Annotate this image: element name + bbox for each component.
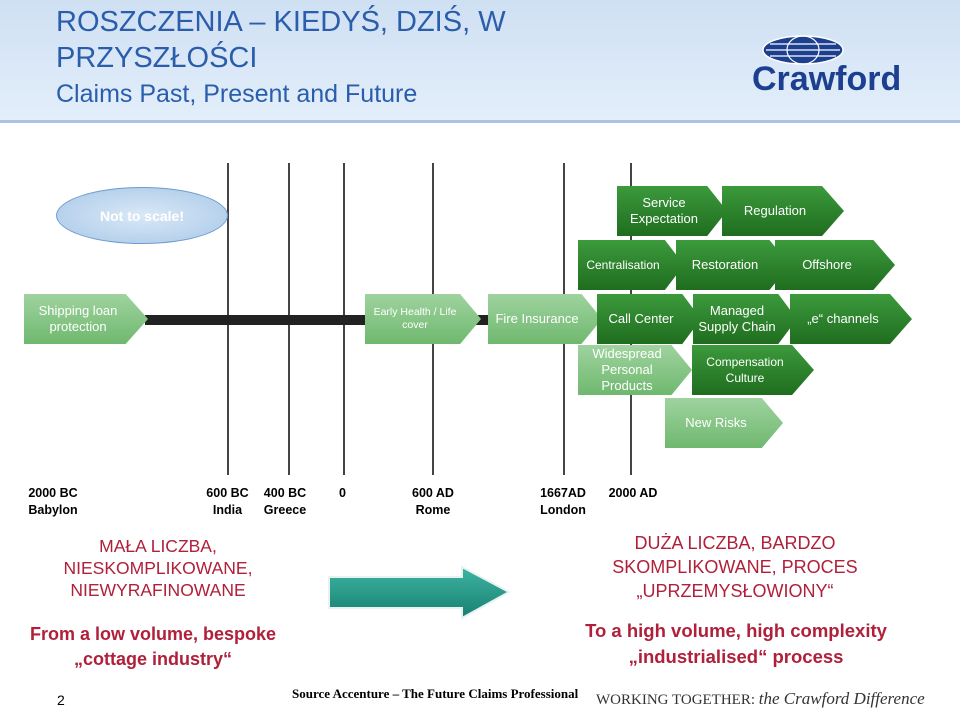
date-600ad: 600 AD Rome [400,485,466,519]
box-offshore: Offshore [775,240,895,290]
date-year: 600 AD [412,486,454,500]
date-year: 2000 BC [28,486,78,500]
date-place: Babylon [28,503,78,517]
date-place: Greece [263,503,307,517]
tagline-caps: WORKING TOGETHER: [596,692,756,708]
page-title-line2: PRZYSZŁOŚCI [56,42,258,74]
date-2000bc: 2000 BC Babylon [18,485,88,519]
date-2000ad: 2000 AD [598,485,668,502]
date-year: 2000 AD [608,486,658,500]
date-400bc: 400 BC Greece [255,485,315,519]
box-compensation-culture: Compensation Culture [692,345,814,395]
box-early-health: Early Health / Life cover [365,294,481,344]
date-600bc: 600 BC India [195,485,260,519]
logo-wordmark: Crawford [752,60,901,98]
date-place: London [540,503,586,517]
box-regulation: Regulation [722,186,844,236]
footer-tagline: WORKING TOGETHER: the Crawford Differenc… [596,689,925,709]
crawford-logo: Crawford [752,35,901,98]
date-1667ad: 1667AD London [530,485,596,519]
date-year: 1667AD [540,486,586,500]
date-place: India [212,503,243,517]
box-e-channels: „e“ channels [790,294,912,344]
date-year: 400 BC [263,486,307,500]
source-note: Source Accenture – The Future Claims Pro… [292,686,579,701]
box-fire-insurance: Fire Insurance [488,294,602,344]
box-centralisation: Centralisation [578,240,684,290]
box-widespread-products: Widespread Personal Products [578,345,692,395]
right-polish-text: DUŻA LICZBA, BARDZO SKOMPLIKOWANE, PROCE… [612,533,858,601]
box-service-expectation: Service Expectation [617,186,727,236]
box-call-center: Call Center [597,294,701,344]
box-managed-supply: Managed Supply Chain [693,294,797,344]
date-year: 0 [339,486,346,500]
right-english-text: To a high volume, high complexity „indus… [585,620,887,667]
date-0: 0 [330,485,355,502]
big-right-arrow [328,565,512,620]
box-new-risks: New Risks [665,398,783,448]
page-title-line1: ROSZCZENIA – KIEDYŚ, DZIŚ, W [56,6,506,38]
not-to-scale-oval: Not to scale! [56,187,228,244]
page-subtitle: Claims Past, Present and Future [56,80,418,108]
page-number: 2 [57,692,65,708]
left-english-text: From a low volume, bespoke „cottage indu… [29,624,277,669]
tagline-italic: the Crawford Difference [758,689,925,708]
box-shipping-loan: Shipping loan protection [24,294,148,344]
date-year: 600 BC [206,486,249,500]
header-banner: ROSZCZENIA – KIEDYŚ, DZIŚ, W PRZYSZŁOŚCI… [0,0,960,123]
left-polish-text: MAŁA LICZBA, NIESKOMPLIKOWANE, NIEWYRAFI… [63,536,253,600]
box-restoration: Restoration [676,240,790,290]
date-place: Rome [415,503,451,517]
